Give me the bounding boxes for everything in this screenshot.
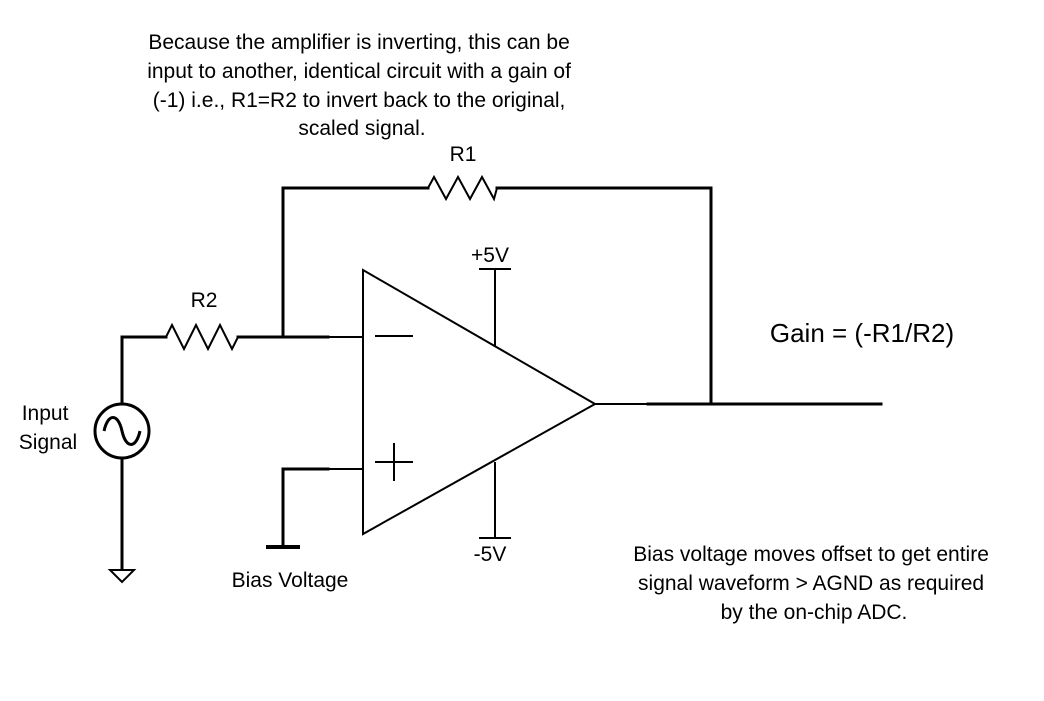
bias-note-line: by the on-chip ADC.: [721, 601, 908, 624]
inverting-note-line: (-1) i.e., R1=R2 to invert back to the o…: [153, 89, 566, 112]
inverting-note-line: input to another, identical circuit with…: [147, 60, 571, 83]
vpos-label: +5V: [471, 244, 509, 267]
op-amp-triangle: [362, 268, 598, 536]
input-path: [120, 322, 363, 406]
inverting-note: Because the amplifier is inverting, this…: [147, 31, 577, 140]
source-label-line2: Signal: [19, 431, 77, 454]
bias-label: Bias Voltage: [232, 569, 349, 592]
bias-path: [266, 467, 363, 549]
sine-wave-icon: [102, 416, 142, 446]
source-label: Input Signal: [19, 402, 77, 454]
inverting-note-line: Because the amplifier is inverting, this…: [148, 31, 569, 54]
r2-label: R2: [191, 289, 218, 312]
vneg-label: -5V: [474, 543, 507, 566]
gain-formula: Gain = (-R1/R2): [770, 318, 954, 348]
bias-note-line: Bias voltage moves offset to get entire: [633, 543, 989, 566]
r2-resistor: [165, 322, 239, 352]
r1-label: R1: [450, 143, 477, 166]
r1-resistor: [427, 174, 498, 202]
ac-source: [93, 402, 151, 584]
feedback-path: [281, 174, 713, 406]
inverting-note-line: scaled signal.: [298, 117, 425, 140]
op-amp: [362, 268, 598, 539]
bias-note-line: signal waveform > AGND as required: [638, 572, 984, 595]
ground-icon: [107, 569, 137, 584]
bias-note: Bias voltage moves offset to get entire …: [633, 543, 995, 624]
source-label-line1: Input: [22, 402, 69, 425]
